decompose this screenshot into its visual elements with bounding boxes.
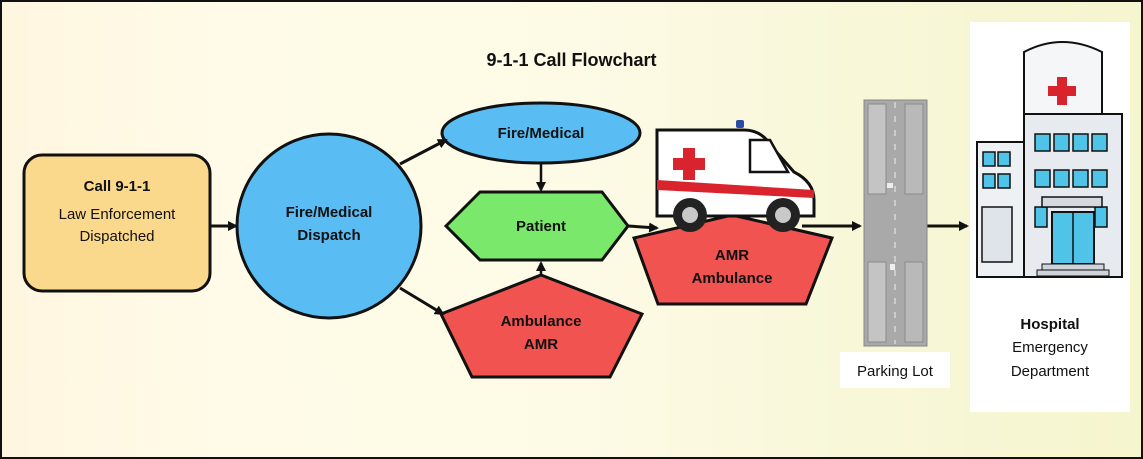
dispatch-line1: Fire/Medical — [285, 204, 373, 221]
parking-lot-icon — [863, 99, 928, 347]
amr-ambulance-pentagon — [632, 213, 835, 306]
amr-ambulance-line1: AMR — [714, 247, 750, 264]
call-box-title: Call 9-1-1 — [83, 178, 151, 195]
parking-lot-caption-panel — [840, 352, 950, 388]
arrow-dispatch-to-fire-medical — [399, 138, 448, 166]
hospital-building-icon — [970, 22, 1130, 412]
ambulance-icon — [655, 120, 816, 232]
amr-ambulance-line2: Ambulance — [691, 270, 773, 288]
dispatch-line2: Dispatch — [297, 227, 361, 245]
hospital-label: Hospital Emergency Department — [970, 313, 1130, 383]
hospital-line1: Emergency — [1012, 339, 1088, 357]
amr-ambulance-label: AMR Ambulance — [662, 244, 802, 291]
ambulance-amr-pentagon — [438, 273, 645, 379]
hospital-line2: Department — [1010, 362, 1090, 380]
call-box — [22, 153, 212, 293]
call-box-label: Call 9-1-1 Law Enforcement Dispatched — [24, 176, 210, 247]
hospital-title: Hospital — [1020, 316, 1080, 333]
call-box-line1: Law Enforcement — [58, 205, 176, 223]
dispatch-label: Fire/Medical Dispatch — [249, 201, 409, 248]
ambulance-amr-line1: Ambulance — [500, 313, 582, 330]
parking-lot-label: Parking Lot — [857, 363, 933, 380]
ambulance-amr-line2: AMR — [523, 336, 559, 354]
flowchart-title: 9-1-1 Call Flowchart — [486, 50, 657, 70]
call-box-line2: Dispatched — [79, 227, 155, 245]
patient-label: Patient — [515, 218, 566, 235]
arrow-dispatch-to-ambulance — [399, 286, 445, 316]
arrow-patient-to-amr — [627, 222, 659, 233]
ambulance-amr-label: Ambulance AMR — [472, 310, 610, 357]
fire-medical-label: Fire/Medical — [497, 125, 585, 142]
